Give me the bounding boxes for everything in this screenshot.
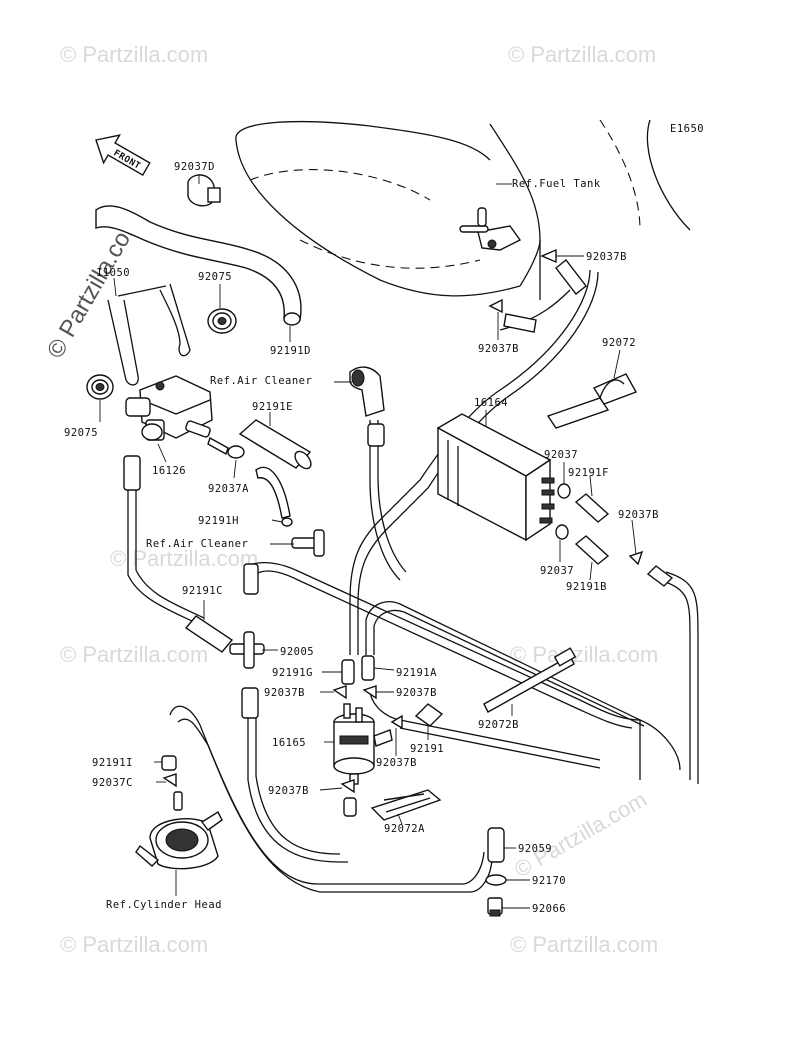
clamp-92037b-tank xyxy=(540,248,557,264)
clamp-92037b-upper xyxy=(488,298,503,314)
hose-right-end xyxy=(646,565,674,587)
cylinder-head-adapter xyxy=(135,791,223,870)
hose-92191c xyxy=(123,455,234,653)
spring-11050 xyxy=(107,283,191,386)
label-92191b[interactable]: 92191B xyxy=(566,581,607,593)
watermark-bottom-right: © Partzilla.com xyxy=(510,932,658,957)
label-92037b-left[interactable]: 92037B xyxy=(264,687,305,699)
clamp-92037b-bottom xyxy=(340,779,355,794)
hose-tank-short xyxy=(555,259,587,295)
label-92037b-bottom[interactable]: 92037B xyxy=(268,785,309,797)
label-92075-top[interactable]: 92075 xyxy=(198,271,232,283)
clamp-92037-upper xyxy=(557,483,571,499)
hose-92059 xyxy=(487,827,505,863)
label-92191c[interactable]: 92191C xyxy=(182,585,223,597)
label-92191h[interactable]: 92191H xyxy=(198,515,239,527)
clamp-92037d xyxy=(187,174,221,207)
hose-92191 xyxy=(414,703,444,727)
grommet-92075-top xyxy=(207,308,237,334)
hose-92191i xyxy=(161,755,177,771)
separator-16165 xyxy=(333,703,393,785)
ref-fuel-tank-label: Ref.Fuel Tank xyxy=(512,178,601,190)
hose-92191e xyxy=(238,419,312,470)
tee-92005 xyxy=(229,631,265,669)
hose-92191g xyxy=(341,659,355,685)
strap-92072b xyxy=(483,647,577,713)
label-92191g[interactable]: 92191G xyxy=(272,667,313,679)
tank-fitting xyxy=(459,207,522,251)
hose-92191d xyxy=(95,205,302,326)
ref-air-cleaner-mid-label: Ref.Air Cleaner xyxy=(146,538,248,550)
diagram-code: E1650 xyxy=(670,123,704,135)
clamp-92037-lower xyxy=(555,524,569,540)
watermark-top-right: © Partzilla.com xyxy=(508,42,656,67)
fuel-tank-outline xyxy=(235,119,691,300)
control-valve-16126 xyxy=(125,375,213,441)
label-92072[interactable]: 92072 xyxy=(602,337,636,349)
label-92191f[interactable]: 92191F xyxy=(568,467,609,479)
part-labels: E1650 Ref.Fuel Tank 92037D 11050 92075 9… xyxy=(64,123,704,915)
hose-mid-left xyxy=(241,563,259,719)
tee-fitting xyxy=(291,529,325,557)
cap-92066 xyxy=(487,897,503,917)
label-92066[interactable]: 92066 xyxy=(532,903,566,915)
bracket-92072 xyxy=(546,373,638,429)
air-cleaner-elbow xyxy=(349,366,385,447)
watermark-lower-right: © Partzilla.com xyxy=(510,787,651,883)
watermark-mid-left: © Partzilla.com xyxy=(60,642,208,667)
label-92037d[interactable]: 92037D xyxy=(174,161,215,173)
label-92191e[interactable]: 92191E xyxy=(252,401,293,413)
label-11050[interactable]: 11050 xyxy=(96,267,130,279)
label-92072a[interactable]: 92072A xyxy=(384,823,425,835)
label-92037b-upper[interactable]: 92037B xyxy=(478,343,519,355)
label-92037a[interactable]: 92037A xyxy=(208,483,249,495)
label-92037c[interactable]: 92037C xyxy=(92,777,133,789)
label-92072b[interactable]: 92072B xyxy=(478,719,519,731)
label-92170[interactable]: 92170 xyxy=(532,875,566,887)
label-92037-lower[interactable]: 92037 xyxy=(540,565,574,577)
clamp-92037b-mid xyxy=(362,685,377,700)
clamp-92037c xyxy=(162,773,177,788)
hose-92191a xyxy=(361,655,375,681)
watermark-top-left: © Partzilla.com xyxy=(60,42,208,67)
ref-air-cleaner-top-label: Ref.Air Cleaner xyxy=(210,375,312,387)
label-92075-bottom[interactable]: 92075 xyxy=(64,427,98,439)
clamp-92037b-low xyxy=(390,714,403,730)
label-92191d[interactable]: 92191D xyxy=(270,345,311,357)
label-92059[interactable]: 92059 xyxy=(518,843,552,855)
label-92037b-tank[interactable]: 92037B xyxy=(586,251,627,263)
clamp-92037b-left xyxy=(332,685,347,700)
hose-upper-mid xyxy=(503,313,537,333)
hose-92191h xyxy=(255,466,293,527)
leader-lines xyxy=(99,174,637,909)
front-arrow: FRONT xyxy=(95,134,151,177)
clamp-92037a xyxy=(207,436,245,459)
label-92037b-low[interactable]: 92037B xyxy=(376,757,417,769)
label-92037-upper[interactable]: 92037 xyxy=(544,449,578,461)
hose-92191f xyxy=(574,493,610,523)
ref-cylinder-head-label: Ref.Cylinder Head xyxy=(106,899,222,911)
label-16165[interactable]: 16165 xyxy=(272,737,306,749)
label-92191[interactable]: 92191 xyxy=(410,743,444,755)
label-16164[interactable]: 16164 xyxy=(474,397,508,409)
watermark-bottom-left: © Partzilla.com xyxy=(60,932,208,957)
grommet-92075-bottom xyxy=(86,374,114,400)
watermark-mid-right: © Partzilla.com xyxy=(510,642,658,667)
label-16126[interactable]: 16126 xyxy=(152,465,186,477)
bracket-92072a xyxy=(370,789,442,821)
watermark-center-left: © Partzilla.com xyxy=(110,546,258,571)
label-92191i[interactable]: 92191I xyxy=(92,757,133,769)
clip-92170 xyxy=(485,874,507,886)
hose-92191b xyxy=(574,535,610,565)
label-92037b-right[interactable]: 92037B xyxy=(618,509,659,521)
canister-16164 xyxy=(436,413,555,542)
label-92037b-mid[interactable]: 92037B xyxy=(396,687,437,699)
hose-bottom-short xyxy=(343,797,357,817)
label-92191a[interactable]: 92191A xyxy=(396,667,437,679)
label-92005[interactable]: 92005 xyxy=(280,646,314,658)
